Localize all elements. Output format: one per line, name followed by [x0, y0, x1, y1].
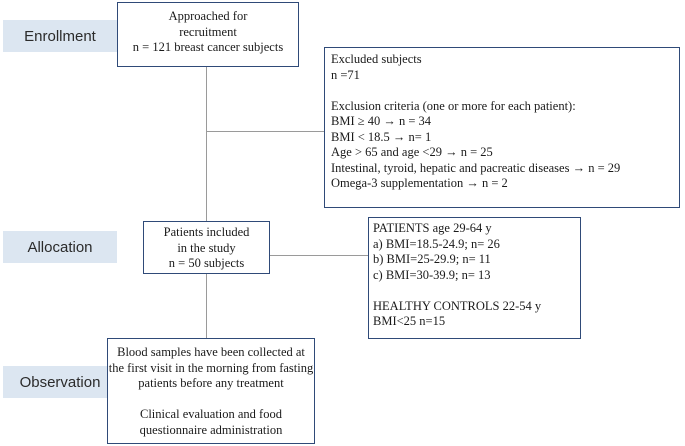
- patients-group-c: c) BMI=30-39.9; n= 13: [373, 267, 491, 282]
- recruitment-box: Approached for recruitment n = 121 breas…: [117, 2, 299, 67]
- included-box: Patients included in the study n = 50 su…: [143, 221, 270, 274]
- exclusion-criterion-age: Age > 65 and age <29 → n = 25: [331, 145, 493, 159]
- recruitment-line-2: recruitment: [179, 24, 237, 39]
- observation-line-2: the first visit in the morning from fast…: [108, 360, 314, 375]
- controls-bmi: BMI<25 n=15: [373, 314, 446, 328]
- included-line-2: in the study: [177, 240, 236, 255]
- connector-recruit-to-included: [206, 67, 207, 221]
- observation-line-3: patients before any treatment: [138, 376, 284, 390]
- observation-line-4: Clinical evaluation and food: [140, 407, 282, 421]
- groups-box: PATIENTS age 29-64 y a) BMI=18.5-24.9; n…: [368, 217, 581, 339]
- recruitment-line-3: n = 121 breast cancer subjects: [132, 40, 284, 54]
- connector-to-groups: [270, 255, 368, 256]
- connector-to-excluded: [206, 131, 324, 132]
- exclusion-criterion-omega3: Omega-3 supplementation → n = 2: [331, 176, 508, 190]
- stage-label-allocation: Allocation: [3, 231, 117, 263]
- excluded-box: Excluded subjects n =71 Exclusion criter…: [324, 47, 680, 208]
- included-line-3: n = 50 subjects: [168, 256, 245, 270]
- exclusion-criterion-bmi-low: BMI < 18.5 → n= 1: [331, 129, 432, 144]
- excluded-title: Excluded subjects: [331, 52, 422, 66]
- exclusion-criteria-heading: Exclusion criteria (one or more for each…: [331, 98, 576, 113]
- observation-line-1: Blood samples have been collected at: [117, 345, 305, 359]
- patients-heading: PATIENTS age 29-64 y: [373, 221, 492, 235]
- observation-line-5: questionnaire administration: [139, 422, 283, 437]
- patients-group-b: b) BMI=25-29.9; n= 11: [373, 252, 491, 266]
- exclusion-criterion-diseases: Intestinal, tyroid, hepatic and pacreati…: [331, 160, 621, 175]
- included-line-1: Patients included: [163, 225, 250, 239]
- observation-box: Blood samples have been collected at the…: [107, 338, 315, 444]
- controls-heading: HEALTHY CONTROLS 22-54 y: [373, 298, 542, 313]
- recruitment-line-1: Approached for: [168, 9, 248, 23]
- excluded-count: n =71: [331, 67, 360, 82]
- stage-label-enrollment: Enrollment: [3, 20, 117, 52]
- patients-group-a: a) BMI=18.5-24.9; n= 26: [373, 236, 500, 251]
- connector-included-to-observation: [206, 274, 207, 338]
- exclusion-criterion-bmi-high: BMI ≥ 40 → n = 34: [331, 114, 432, 128]
- stage-label-observation: Observation: [3, 366, 117, 398]
